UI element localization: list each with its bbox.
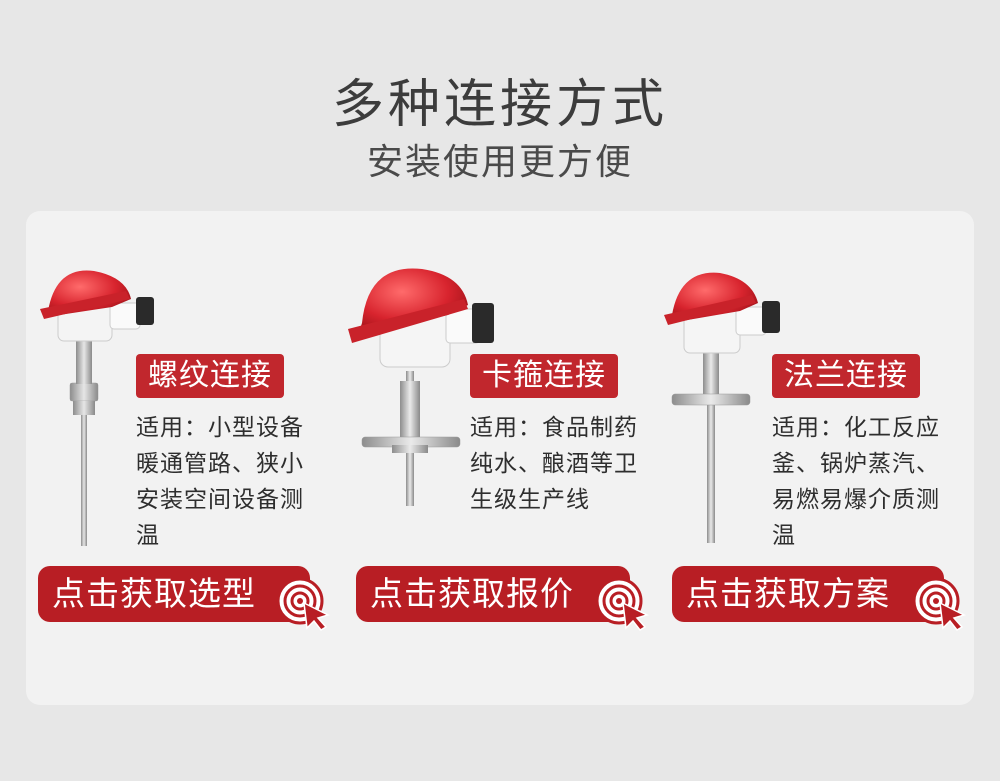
desc-line: 釜、锅炉蒸汽、 [772, 451, 940, 477]
page-title: 多种连接方式 [331, 75, 668, 135]
target-cursor-icon [276, 577, 331, 631]
cta-label: 点击获取报价 [370, 574, 574, 613]
tag-threaded: 螺纹连接 [136, 354, 284, 398]
clamp-sensor-image [348, 268, 494, 506]
cta-label: 点击获取选型 [52, 574, 256, 613]
desc-flange: 适用：化工反应 釜、锅炉蒸汽、 易燃易爆介质测 温 [772, 410, 940, 554]
product-clamp: 卡箍连接 适用：食品制药 纯水、酿酒等卫 生级生产线 点击获取报价 [342, 211, 658, 705]
desc-clamp: 适用：食品制药 纯水、酿酒等卫 生级生产线 [470, 410, 638, 518]
products-panel: 螺纹连接 适用：小型设备 暖通管路、狭小 安装空间设备测 温 点击获取选型 [26, 211, 974, 705]
cta-selection-button[interactable]: 点击获取选型 [38, 566, 310, 622]
desc-line: 适用：化工反应 [772, 415, 940, 441]
desc-line: 易燃易爆介质测 [772, 487, 940, 513]
tag-clamp: 卡箍连接 [470, 354, 618, 398]
desc-line: 温 [772, 523, 796, 549]
cta-label: 点击获取方案 [686, 574, 890, 613]
desc-line: 安装空间设备测 [136, 487, 304, 513]
cta-solution-button[interactable]: 点击获取方案 [672, 566, 944, 622]
flange-sensor-image [664, 272, 780, 543]
product-flange: 法兰连接 适用：化工反应 釜、锅炉蒸汽、 易燃易爆介质测 温 点击获取方案 [658, 211, 974, 705]
desc-line: 适用：小型设备 [136, 415, 304, 441]
desc-line: 纯水、酿酒等卫 [470, 451, 638, 477]
desc-line: 温 [136, 523, 160, 549]
desc-line: 暖通管路、狭小 [136, 451, 304, 477]
tag-flange: 法兰连接 [772, 354, 920, 398]
target-cursor-icon [912, 577, 967, 631]
desc-line: 适用：食品制药 [470, 415, 638, 441]
threaded-sensor-image [40, 270, 154, 546]
desc-threaded: 适用：小型设备 暖通管路、狭小 安装空间设备测 温 [136, 410, 304, 554]
desc-line: 生级生产线 [470, 487, 590, 513]
page-subtitle: 安装使用更方便 [366, 142, 633, 183]
cta-quote-button[interactable]: 点击获取报价 [356, 566, 630, 622]
product-threaded: 螺纹连接 适用：小型设备 暖通管路、狭小 安装空间设备测 温 点击获取选型 [26, 211, 342, 705]
target-cursor-icon [595, 577, 650, 631]
